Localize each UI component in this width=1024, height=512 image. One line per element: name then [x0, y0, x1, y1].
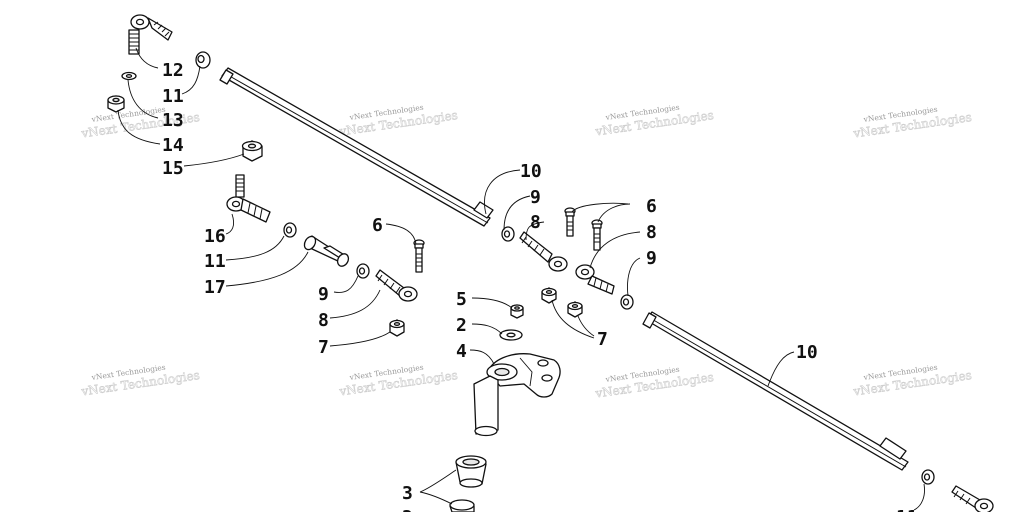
watermark-2: vNext Technologies vNext Technologies	[337, 103, 459, 139]
washer-9-center	[501, 226, 515, 242]
rod-end-8-center-left	[519, 231, 568, 272]
washer-9-left	[356, 263, 370, 279]
watermark-5: vNext Technologies vNext Technologies	[79, 363, 201, 399]
callout-8: 8	[646, 222, 657, 243]
washer-11-mid	[283, 222, 297, 238]
callouts: 12 11 13 14 15 16 11 17 6 9 8 7 10 9 8 6…	[162, 60, 918, 512]
bolt-6-center-left	[564, 207, 576, 237]
callout-10: 10	[520, 161, 542, 182]
bushing-3-lower	[449, 499, 475, 512]
callout-12: 12	[162, 60, 184, 81]
washer-11-bottom	[921, 469, 935, 485]
callout-2: 2	[456, 315, 467, 336]
bushing-3-upper	[455, 455, 487, 488]
callout-2: 2	[402, 507, 413, 512]
callout-9: 9	[318, 284, 329, 305]
watermark-6: vNext Technologies vNext Technologies	[337, 363, 459, 399]
tie-rod-end-16	[226, 174, 271, 223]
bolt-6-center-right	[591, 219, 603, 251]
callout-5: 5	[456, 289, 467, 310]
callout-3: 3	[402, 483, 413, 504]
tie-rod-end-bottom-right	[951, 485, 994, 512]
nut-7-left	[389, 319, 405, 337]
rod-end-8-center-right	[575, 264, 615, 295]
washer-11-top	[195, 51, 211, 69]
callout-11: 11	[896, 507, 918, 512]
callout-7: 7	[597, 329, 608, 350]
nut-5	[510, 304, 524, 319]
callout-7: 7	[318, 337, 329, 358]
callout-6: 6	[372, 215, 383, 236]
tie-rod-upper	[219, 67, 494, 227]
watermark-8: vNext Technologies vNext Technologies	[851, 363, 973, 399]
tie-rod-end-top-left	[107, 14, 173, 113]
sleeve-17	[303, 235, 350, 267]
callout-9: 9	[530, 187, 541, 208]
callout-16: 16	[204, 226, 226, 247]
watermark-3: vNext Technologies vNext Technologies	[593, 103, 715, 139]
steering-arm-4	[473, 353, 561, 437]
washer-2-upper	[499, 329, 523, 341]
callout-17: 17	[204, 277, 226, 298]
callout-11: 11	[162, 86, 184, 107]
callout-15: 15	[162, 158, 184, 179]
watermark-4: vNext Technologies vNext Technologies	[851, 105, 973, 141]
rod-end-8-left	[375, 269, 418, 302]
callout-4: 4	[456, 341, 467, 362]
callout-10: 10	[796, 342, 818, 363]
callout-11: 11	[204, 251, 226, 272]
callout-14: 14	[162, 135, 184, 156]
callout-13: 13	[162, 110, 184, 131]
callout-8: 8	[530, 212, 541, 233]
callout-9: 9	[646, 248, 657, 269]
washer-9-right	[620, 294, 634, 310]
tie-rod-lower	[642, 311, 909, 471]
callout-6: 6	[646, 196, 657, 217]
watermark-7: vNext Technologies vNext Technologies	[593, 365, 715, 401]
nut-7-center-left	[541, 287, 557, 304]
leader-lines	[117, 47, 925, 511]
bolt-6-left	[413, 239, 425, 273]
nut-7-center-right	[567, 301, 583, 318]
callout-8: 8	[318, 310, 329, 331]
nut-15	[241, 140, 263, 162]
